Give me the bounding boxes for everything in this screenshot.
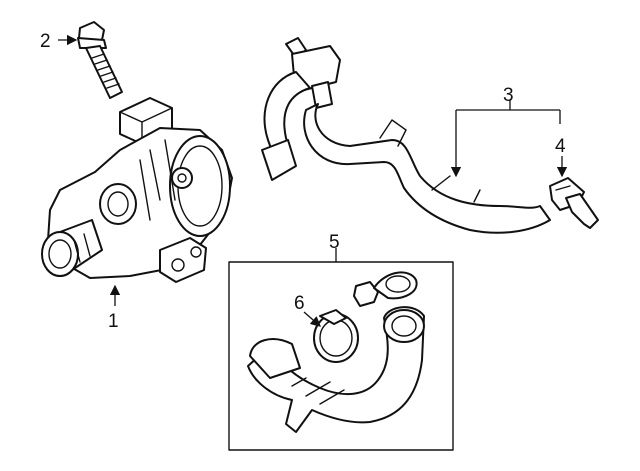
callout-6: 6: [294, 293, 305, 314]
callout-5: 5: [329, 232, 340, 253]
callout-1: 1: [108, 311, 119, 332]
callout-2: 2: [40, 31, 51, 52]
water-pump-part: [41, 97, 233, 283]
hose-kit-part: [247, 271, 425, 433]
sensor-part: [549, 177, 599, 229]
repair-kit-box: [228, 261, 454, 451]
callout-4: 4: [555, 136, 566, 157]
callout-3: 3: [503, 85, 514, 106]
coolant-hose-part: [261, 37, 551, 234]
bolt-part: [77, 21, 123, 99]
leader-lines: [58, 34, 568, 327]
